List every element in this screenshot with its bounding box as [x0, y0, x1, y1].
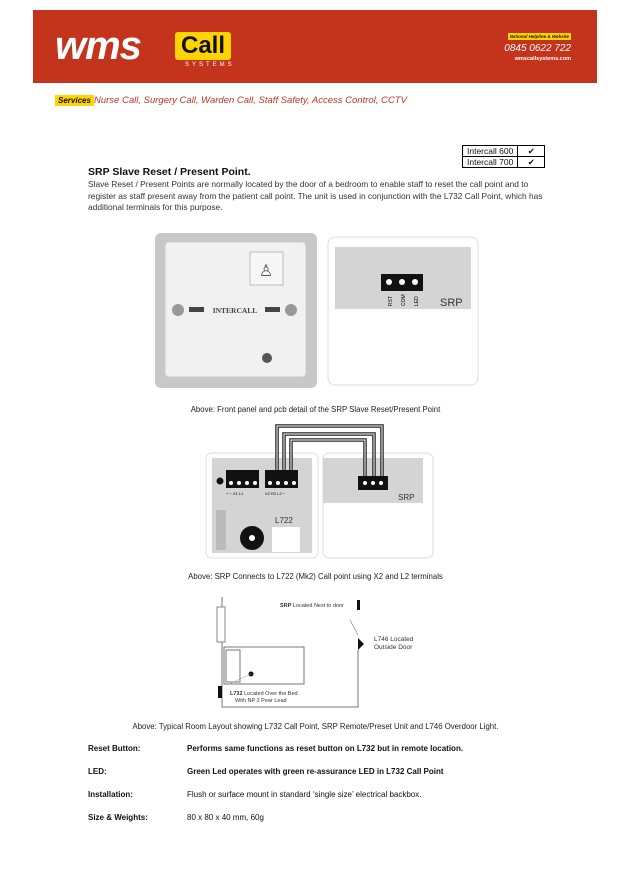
pcb-label: SRP: [440, 297, 463, 309]
figure3-caption: Above: Typical Room Layout showing L732 …: [132, 722, 499, 731]
spec-value: Flush or surface mount in standard ‘sing…: [187, 790, 422, 799]
page-title: SRP Slave Reset / Present Point.: [88, 166, 251, 178]
phone-number: 0845 0622 722: [504, 43, 571, 54]
system-name: Intercall 600: [461, 145, 519, 157]
l732-note-line2: With NP 2 Pear Lead: [235, 698, 287, 704]
logo-systems: SYSTEMS: [185, 62, 235, 68]
spec-label: Installation:: [88, 790, 133, 799]
compatibility-table: Intercall 600✔ Intercall 700✔: [461, 145, 546, 168]
spec-value: Green Led operates with green re-assuran…: [187, 767, 444, 776]
nurse-icon: ♙: [259, 263, 273, 280]
system-name: Intercall 700: [461, 156, 519, 168]
front-panel: ♙ INTERCALL: [155, 233, 317, 388]
figure1-caption: Above: Front panel and pcb detail of the…: [190, 405, 441, 414]
table-row: Intercall 700✔: [461, 156, 546, 168]
spec-label: Reset Button:: [88, 744, 141, 753]
figure-front-panel-and-pcb: ♙ INTERCALL RST COM LED SRP: [155, 233, 479, 388]
website: wmscallsystems.com: [514, 56, 571, 62]
terminal-label: RST: [388, 296, 394, 306]
spec-value: 80 x 80 x 40 mm, 60g: [187, 813, 264, 822]
brand-header: wms Call SYSTEMS National Helpline & Web…: [33, 10, 597, 83]
spec-label: Size & Weights:: [88, 813, 148, 822]
srp-note: SRP Located Next to door: [280, 603, 344, 609]
figure-room-layout: SRP Located Next to door L732 Located Ov…: [216, 597, 364, 708]
spec-label: LED:: [88, 767, 107, 776]
terminal-labels: + − X1 L1: [226, 491, 244, 496]
l746-note: L746 Located Outside Door: [374, 636, 414, 651]
services-tag: Services: [55, 95, 94, 106]
terminal-labels: X2 R2 L2 −: [265, 491, 286, 496]
terminal-label: LED: [414, 296, 420, 306]
spec-value: Performs same functions as reset button …: [187, 744, 464, 753]
table-row: Intercall 600✔: [461, 145, 546, 157]
check-icon: ✔: [517, 145, 546, 157]
logo-call: Call: [175, 32, 232, 60]
figure2-caption: Above: SRP Connects to L722 (Mk2) Call p…: [188, 572, 443, 581]
l732-note: L732 Located Over the Bed: [230, 691, 298, 697]
terminal-label: COM: [401, 294, 407, 306]
l722-label: L722: [275, 516, 293, 525]
intro-paragraph: Slave Reset / Present Points are normall…: [88, 179, 543, 212]
figure-wiring-diagram: + − X1 L1 X2 R2 L2 − SRP L722: [205, 424, 434, 559]
pcb-detail: RST COM LED SRP: [327, 236, 479, 386]
helpline-label: National Helpline & Website: [507, 33, 571, 40]
srp-label: SRP: [398, 493, 414, 502]
logo-wms: wms: [55, 24, 142, 68]
check-icon: ✔: [517, 156, 546, 168]
panel-brand: INTERCALL: [213, 306, 258, 315]
services-list: Nurse Call, Surgery Call, Warden Call, S…: [94, 95, 407, 106]
